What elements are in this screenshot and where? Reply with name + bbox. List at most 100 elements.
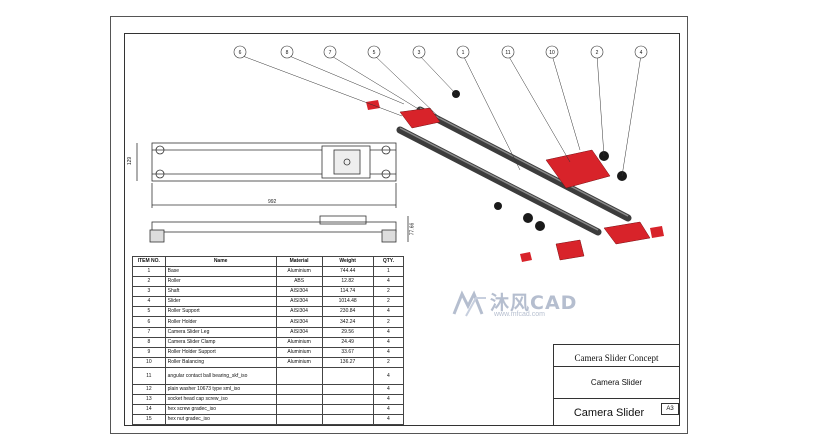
balloon-label: 4 — [640, 50, 643, 56]
side-view-base — [151, 221, 397, 233]
small-part-2 — [520, 252, 532, 262]
bom-cell-name: Shaft — [164, 286, 277, 298]
camera-clamp — [555, 239, 585, 261]
bom-cell-weight: 114.74 — [321, 286, 374, 298]
bom-cell-name: socket head cap screw_iso — [164, 394, 277, 406]
dim-height-side: 77.66 — [409, 222, 416, 236]
balloon-1 — [233, 45, 247, 59]
top-view-roller-4 — [381, 169, 391, 179]
bom-cell-name: Camera Slider Leg — [164, 326, 277, 338]
bom-cell-material: Aluminium — [275, 346, 323, 358]
balloon-5 — [412, 45, 426, 59]
bom-cell-material: AISI304 — [275, 316, 323, 328]
top-view-roller-3 — [381, 145, 391, 155]
bom-cell-item: 11 — [132, 366, 166, 385]
bom-cell-qty: 4 — [372, 276, 405, 288]
bom-cell-item: 15 — [132, 414, 166, 426]
balloon-4 — [367, 45, 381, 59]
balloon-label: 1 — [462, 50, 465, 56]
bom-cell-weight: 744.44 — [321, 265, 374, 278]
top-view — [136, 142, 397, 208]
side-view-leg-left — [149, 229, 165, 243]
side-view-carriage — [319, 215, 367, 225]
balloon-label: 5 — [373, 50, 376, 56]
bom-cell-qty: 4 — [372, 336, 405, 348]
title-block: Camera Slider Concept Camera Slider Came… — [553, 344, 680, 426]
bom-cell-name: Roller Balancing — [164, 356, 277, 368]
bom-cell-qty: 4 — [372, 394, 405, 406]
leader-6 — [462, 54, 521, 171]
bom-cell-weight: 136.27 — [321, 356, 374, 368]
bom-cell-item: 6 — [132, 316, 166, 328]
leader-2 — [286, 54, 405, 105]
bom-cell-material: Aluminium — [275, 356, 323, 368]
bom-cell-item: 12 — [132, 383, 166, 396]
bom-cell-material: AISI304 — [275, 296, 323, 308]
bom-cell-name: Roller Support — [164, 306, 277, 318]
bom-cell-weight — [321, 366, 374, 385]
bom-cell-weight: 24.49 — [321, 336, 374, 348]
logo-shape-1 — [452, 290, 484, 315]
balloon-3 — [323, 45, 337, 59]
bom-cell-weight — [321, 394, 374, 406]
dim-height-front: 129 — [127, 156, 134, 166]
bom-cell-name: Base — [164, 265, 277, 278]
drawing-border — [124, 33, 680, 426]
bom-cell-weight — [321, 404, 374, 416]
bom-cell-qty: 4 — [372, 383, 405, 396]
bom-cell-material: Aluminium — [275, 336, 323, 348]
bom-cell-item: 14 — [132, 404, 166, 416]
balloon-label: 6 — [239, 50, 242, 56]
bom-cell-name: angular contact ball bearing_skf_iso — [164, 366, 277, 385]
bom-cell-material: Aluminium — [275, 265, 323, 278]
shaft-lower-highlight — [399, 127, 599, 231]
title-block-description-row: Camera Slider — [554, 367, 679, 399]
bom-cell-qty: 4 — [372, 326, 405, 338]
leader-10 — [621, 54, 642, 177]
bom-cell-item: 2 — [132, 276, 166, 288]
mfcad-logo-icon — [452, 290, 486, 317]
bom-cell-item: 13 — [132, 394, 166, 406]
bom-cell-material: AISI304 — [275, 306, 323, 318]
balloon-label: 3 — [418, 50, 421, 56]
bom-cell-item: 9 — [132, 346, 166, 358]
leader-7 — [507, 54, 571, 163]
watermark-brand: 沐风CAD — [490, 292, 578, 314]
top-view-frame — [151, 142, 397, 182]
bom-cell-qty: 4 — [372, 346, 405, 358]
bom-header: Weight — [321, 256, 374, 267]
balloon-10 — [634, 45, 648, 59]
balloon-6 — [456, 45, 470, 59]
balloon-7 — [501, 45, 515, 59]
leader-4 — [373, 54, 441, 119]
bom-cell-weight — [321, 414, 374, 426]
bom-cell-qty: 4 — [372, 366, 405, 385]
bom-cell-weight: 342.24 — [321, 316, 374, 328]
bom-cell-item: 7 — [132, 326, 166, 338]
title-block-description: Camera Slider — [590, 378, 643, 387]
bom-cell-material — [275, 366, 323, 385]
leader-1 — [239, 54, 403, 117]
bom-cell-weight: 12.82 — [321, 276, 374, 288]
shaft-lower — [396, 126, 602, 236]
leader-3 — [329, 54, 421, 111]
leader-5 — [418, 54, 457, 95]
bom-cell-item: 3 — [132, 286, 166, 298]
bom-cell-qty: 2 — [372, 356, 405, 368]
bom-cell-name: Roller Holder Support — [164, 346, 277, 358]
bom-cell-name: hex nut gradec_iso — [164, 414, 277, 426]
side-view-leg-right — [381, 229, 397, 243]
roller-holder-right — [603, 221, 651, 245]
balloon-2 — [280, 45, 294, 59]
